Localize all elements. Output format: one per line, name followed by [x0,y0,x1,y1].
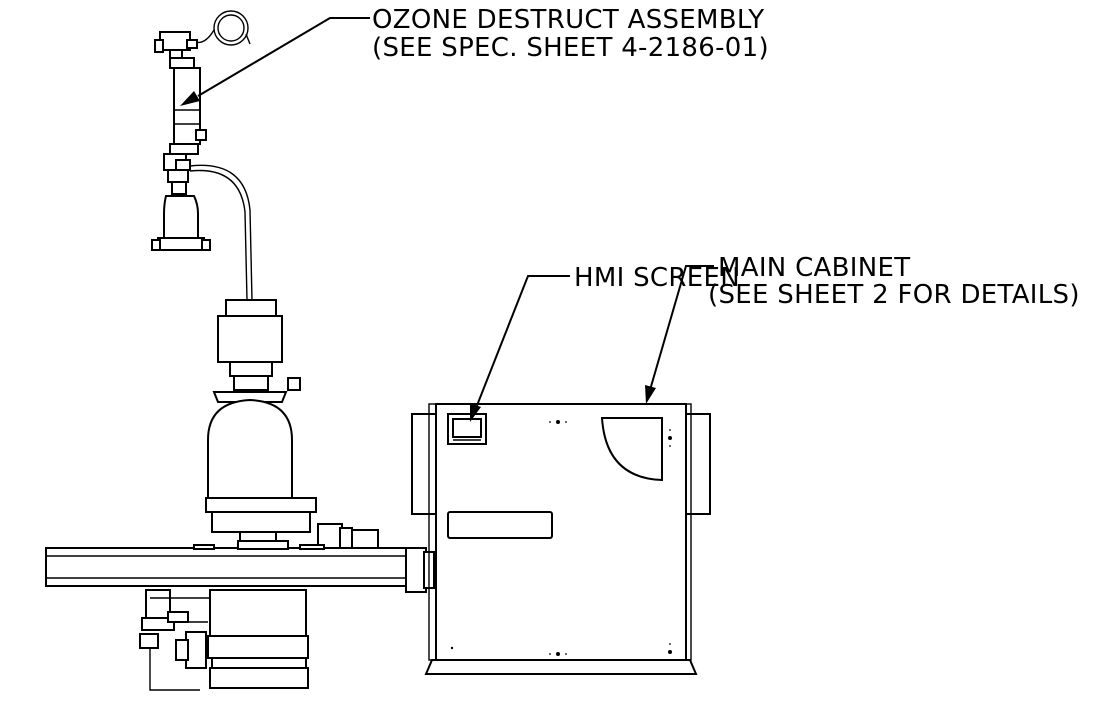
callout-ozone-title: OZONE DESTRUCT ASSEMBLY [372,5,764,35]
callout-cabinet-details: (SEE SHEET 2 FOR DETAILS) [708,280,1080,310]
contact-column [139,299,379,691]
mounting-beam [45,540,435,593]
callout-hmi-screen: HMI SCREEN [574,263,740,293]
callout-main-cabinet: MAIN CABINET [718,253,910,283]
callout-ozone-spec: (SEE SPEC. SHEET 4-2186-01) [372,33,769,63]
leader-lines [180,17,714,422]
ozone-destruct-assembly [151,10,253,301]
main-cabinet [411,403,711,675]
hmi-screen [447,413,487,445]
